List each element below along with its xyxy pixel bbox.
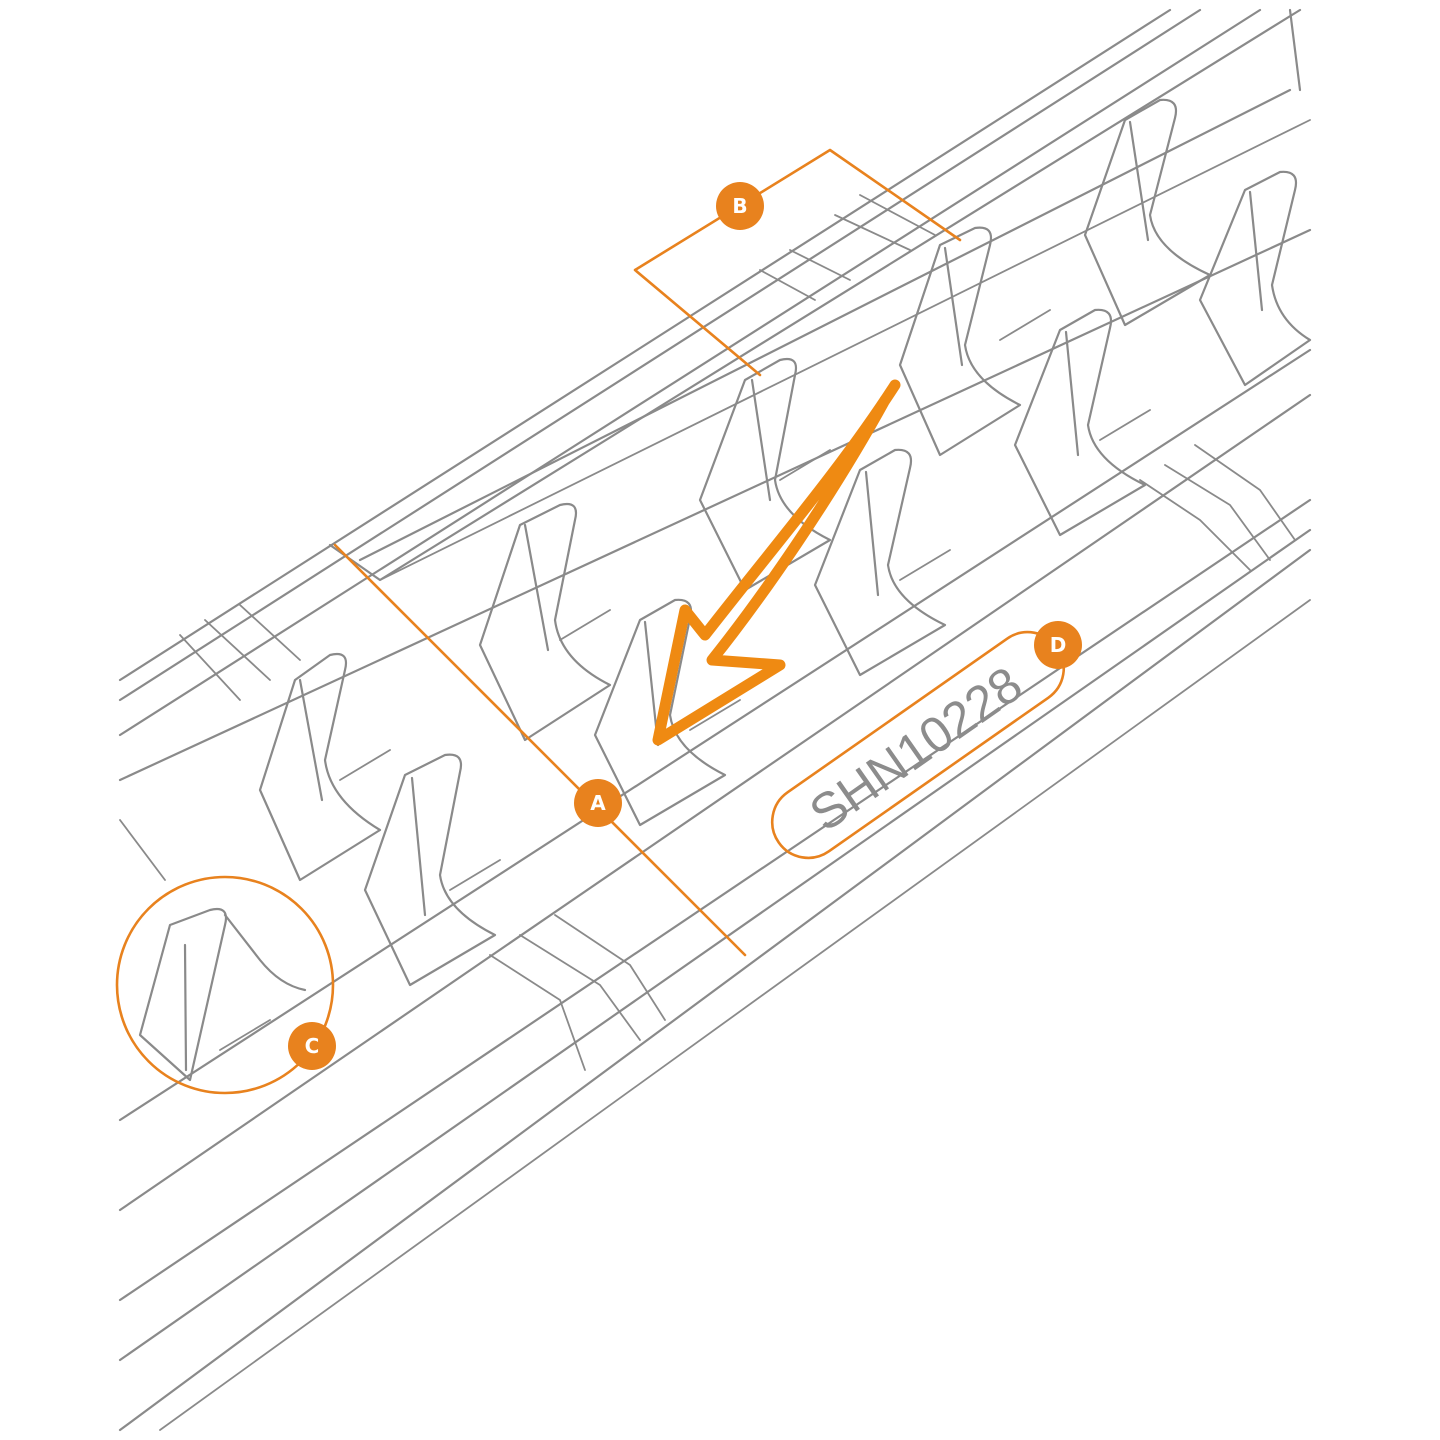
callout-b-group bbox=[633, 148, 962, 377]
badge-b: B bbox=[716, 182, 764, 230]
callout-a-group bbox=[333, 543, 747, 957]
guide-lugs bbox=[138, 98, 1312, 1082]
lug bbox=[138, 907, 307, 1082]
lug bbox=[698, 357, 832, 592]
lug bbox=[1198, 170, 1312, 387]
direction-arrow bbox=[652, 379, 901, 746]
callout-c-group bbox=[115, 875, 335, 1095]
callout-a-line bbox=[333, 543, 747, 957]
badge-d: D bbox=[1034, 621, 1082, 669]
lug bbox=[478, 502, 612, 742]
badge-a-label: A bbox=[590, 791, 606, 815]
badge-a: A bbox=[574, 779, 622, 827]
badge-b-label: B bbox=[732, 194, 747, 218]
callout-b-bracket bbox=[633, 148, 962, 377]
badge-c-label: C bbox=[305, 1034, 320, 1058]
callout-c-circle bbox=[115, 875, 335, 1095]
callout-d-group: SHN10228 bbox=[770, 630, 1066, 860]
lug bbox=[813, 448, 947, 677]
lug bbox=[363, 753, 497, 987]
lug bbox=[1083, 98, 1212, 327]
badge-c: C bbox=[288, 1022, 336, 1070]
lug bbox=[898, 226, 1022, 457]
lug bbox=[258, 652, 382, 882]
badge-d-label: D bbox=[1050, 633, 1067, 657]
lug bbox=[1013, 308, 1147, 537]
track-rails bbox=[118, 8, 1312, 1432]
